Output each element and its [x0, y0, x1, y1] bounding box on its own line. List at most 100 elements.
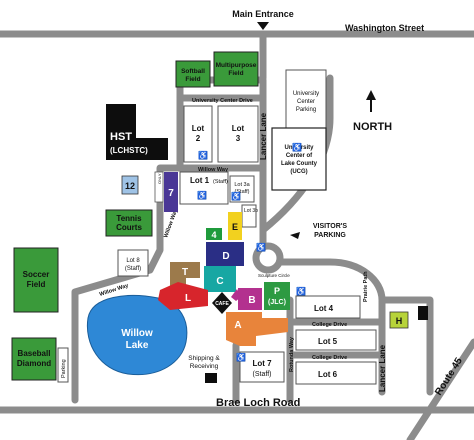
handicap-icon: ♿: [296, 286, 306, 296]
willow-lake-label-2: Lake: [126, 340, 149, 351]
building-t: [170, 262, 200, 286]
building-cafe-label: CAFE: [215, 301, 229, 307]
brae-loch-road-label: Brae Loch Road: [216, 397, 300, 409]
visitors-parking-label-2: PARKING: [314, 232, 346, 239]
building-7-label: 7: [168, 188, 174, 199]
handicap-icon: ♿: [256, 242, 266, 252]
lot-3b-label: Lot 3b: [244, 208, 258, 214]
lot-1-staff-label: (Staff): [213, 179, 228, 185]
building-e: [228, 212, 242, 240]
building-h-label: H: [396, 316, 403, 326]
building-ucg: [271, 127, 327, 191]
building-ucg-label-3: Lake County: [281, 161, 318, 167]
shipping-building: [205, 373, 217, 383]
building-4: [206, 228, 222, 240]
tennis-courts: [105, 209, 153, 237]
restricted-drive: [154, 171, 164, 203]
building-t-label: T: [182, 267, 188, 278]
building-b: [238, 288, 262, 310]
sculpture-circle-road: [252, 242, 284, 274]
road-network: [0, 30, 474, 440]
baseball-parking-label: Parking: [61, 359, 67, 378]
college-drive-b-label: College Drive: [312, 355, 347, 361]
lot-labels: Lot 2 Lot 3 Lot 1 (Staff) Lot 3a (Staff)…: [125, 91, 348, 379]
lot-1: [179, 171, 229, 205]
soccer-field: [13, 247, 59, 313]
building-a-label: A: [234, 320, 241, 331]
multipurpose-field-label-2: Field: [228, 70, 243, 77]
multipurpose-field-label-1: Multipurpose: [216, 62, 257, 69]
lot-6: [295, 361, 377, 385]
building-h: [389, 311, 409, 329]
buildings: HST (LCHSTC) University Center of Lake C…: [106, 104, 428, 383]
tennis-courts-label-2: Courts: [116, 223, 142, 232]
soccer-field-label-2: Field: [27, 280, 46, 289]
handicap-icon: ♿: [231, 191, 241, 201]
baseball-diamond: [11, 337, 57, 381]
building-l: [158, 282, 208, 310]
h-building-drive: [378, 296, 434, 396]
lot-8-label-2: (Staff): [125, 266, 141, 272]
building-ucg-label-1: University: [284, 145, 314, 151]
willow-way-west-road: [71, 164, 184, 404]
college-drive-a-label: College Drive: [312, 322, 347, 328]
lot-8-label-1: Lot 8: [126, 258, 140, 264]
baseball-parking: [57, 347, 69, 383]
building-a: [226, 312, 288, 346]
building-l-label: L: [185, 293, 191, 304]
handicap-icon: ♿: [292, 142, 302, 152]
building-ucg-label-2: Center of: [286, 153, 313, 159]
washington-street-label: Washington Street: [345, 23, 424, 33]
lot-8: [117, 249, 149, 277]
building-p-label-2: (JLC): [268, 299, 286, 306]
building-e-label: E: [232, 222, 238, 232]
star-marker-icon: [231, 289, 241, 301]
building-d: [206, 242, 244, 266]
north-arrowhead-icon: [366, 90, 376, 100]
parking-lots: [117, 69, 377, 385]
building-12: [121, 175, 139, 195]
only-label: ONLY: [157, 173, 162, 184]
lot-5-label: Lot 5: [318, 337, 338, 346]
lot-2-label-1: Lot: [192, 124, 205, 133]
route-45-label: Route 45: [433, 356, 465, 398]
building-c-label: C: [216, 276, 223, 287]
shipping-label-1: Shipping &: [188, 355, 220, 362]
lot-6-label: Lot 6: [318, 370, 338, 379]
building-7: [164, 172, 178, 212]
lot-3a-label-2: (Staff): [235, 189, 250, 195]
university-center-drive-label: University Center Drive: [192, 98, 253, 104]
building-4-label: 4: [211, 230, 216, 240]
willow-lake: Willow Lake: [86, 295, 188, 376]
lot-3-label-1: Lot: [232, 124, 245, 133]
lancer-lane-right-label: Lancer Lane: [378, 344, 387, 392]
building-h-annex: [418, 306, 428, 320]
softball-field: [175, 60, 211, 88]
building-12-label: 12: [125, 181, 135, 191]
sculpture-circle-label: Sculpture Circle: [258, 273, 290, 278]
lot-7-label-2: (Staff): [253, 371, 272, 378]
lot-4-label: Lot 4: [314, 304, 334, 313]
building-c: [204, 266, 236, 292]
willow-way-road: [176, 94, 267, 172]
baseball-diamond-label-1: Baseball: [18, 349, 51, 358]
rotunda-way-label: Rotunda Way: [289, 336, 295, 372]
ucg-parking-label-2: Center: [297, 99, 315, 105]
lot-7: [239, 351, 285, 383]
building-hst-label-1: HST: [110, 131, 132, 143]
ucg-parking-label-3: Parking: [296, 107, 316, 113]
ucg-parking-label-1: University: [293, 91, 319, 97]
route-45-road: [406, 338, 474, 440]
building-p-label-1: P: [274, 286, 280, 296]
willow-way-side-label: Willow Way: [163, 208, 179, 239]
lot-1-label: Lot 1: [190, 176, 210, 185]
building-hst-label-2: (LCHSTC): [110, 146, 148, 155]
willow-lake-shape: [86, 295, 188, 376]
visitors-parking-arrow-icon: [290, 232, 300, 239]
tennis-courts-label-1: Tennis: [116, 214, 142, 223]
lot-7-label-1: Lot 7: [252, 359, 272, 368]
lot-3-label-2: 3: [236, 134, 241, 143]
north-label: NORTH: [353, 121, 392, 133]
